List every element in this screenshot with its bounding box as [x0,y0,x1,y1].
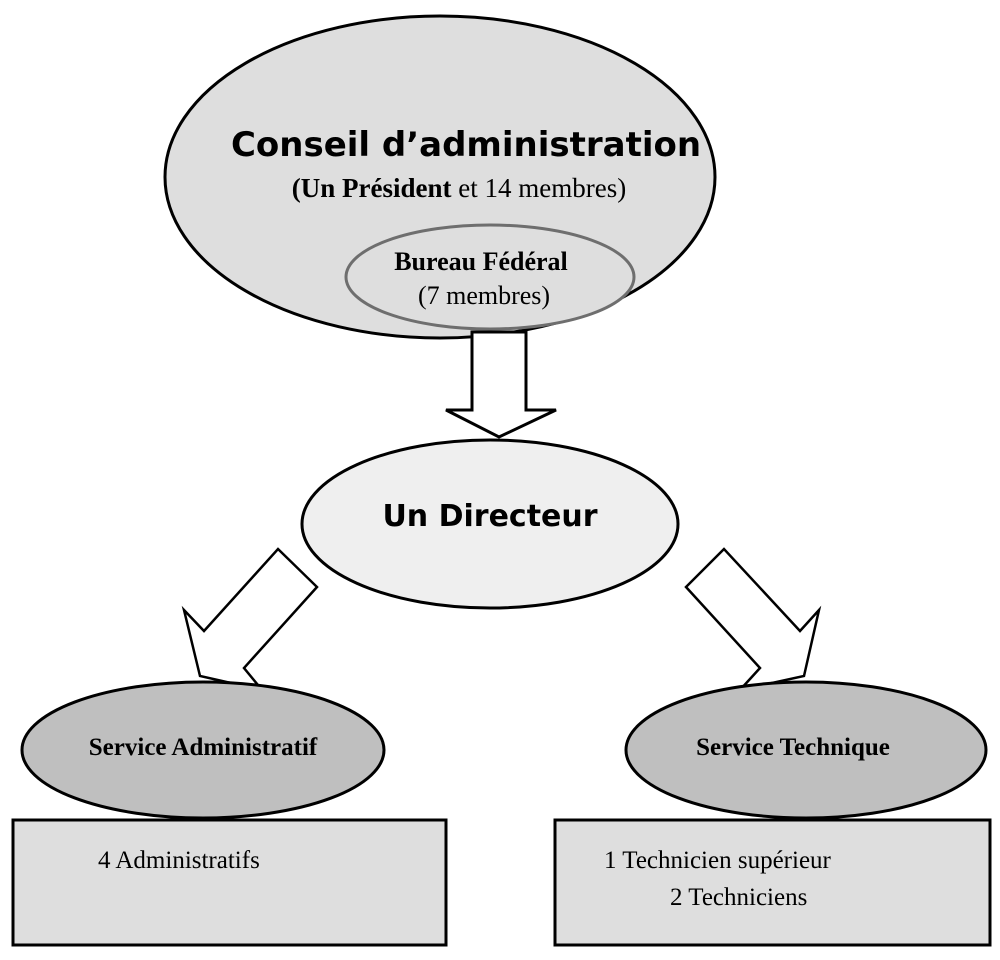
council-subtitle: (Un Président et 14 membres) [292,173,626,203]
service-technique-ellipse [624,680,988,820]
service-administratif-title: Service Administratif [89,734,318,761]
arrow-down-left-icon [181,547,319,693]
arrow-down-right-icon [684,547,822,693]
council-members: et 14 membres) [452,173,627,203]
technique-staff-line: 2 Techniciens [670,884,807,911]
council-open-paren: ( [292,173,301,203]
council-president: Un Président [301,173,452,203]
administratif-staff-line: 4 Administratifs [98,847,260,874]
bureau-ellipse [344,223,636,331]
director-title: Un Directeur [382,499,597,534]
bureau-members: (7 membres) [418,281,550,310]
service-administratif-ellipse [20,680,386,820]
bureau-title: Bureau Fédéral [394,247,568,276]
council-title: Conseil d’administration [231,125,701,165]
director-ellipse [300,438,680,610]
arrow-down-icon [445,330,557,439]
technique-staff-line: 1 Technicien supérieur [604,847,832,874]
administratif-staff-box [11,818,448,947]
technique-staff-box [553,818,992,947]
service-technique-title: Service Technique [696,734,890,761]
